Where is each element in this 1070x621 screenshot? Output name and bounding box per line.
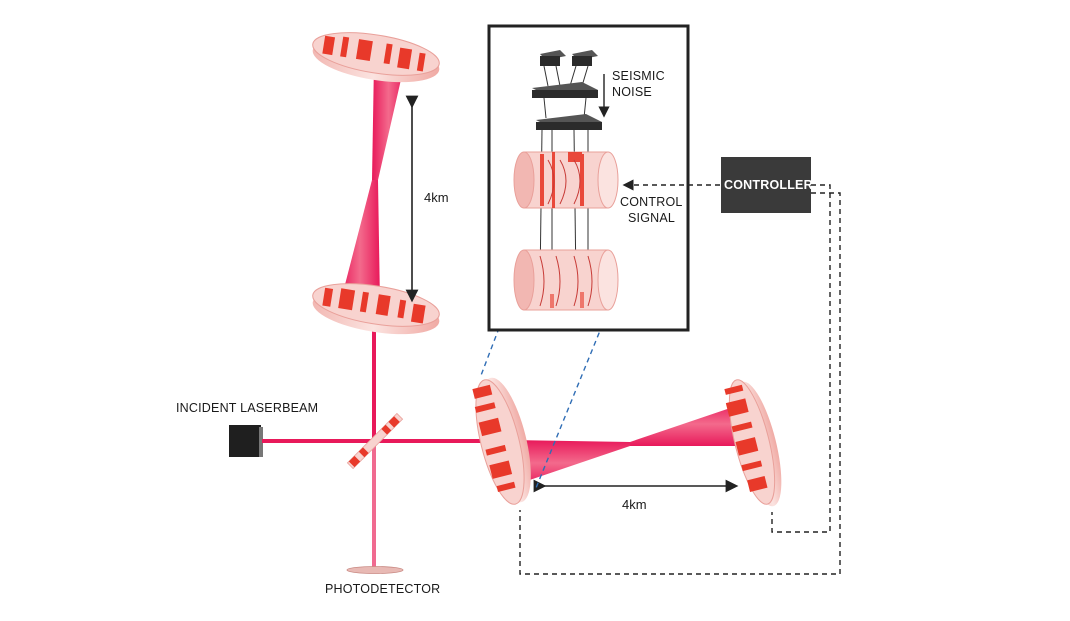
vertical-bottom-mirror [312, 283, 440, 335]
input-section: INCIDENT LASERBEAM PHOTODETECTOR [176, 401, 502, 596]
photodetector-beam [372, 442, 376, 568]
beam-splitter [346, 412, 404, 470]
vertical-beam-to-splitter [372, 300, 376, 442]
suspension-inset: SEISMIC NOISE [487, 24, 690, 332]
vertical-arm: 4km [312, 32, 449, 442]
projection-line-right [535, 315, 607, 489]
feedback-loops [519, 184, 841, 575]
incident-beam [262, 439, 502, 443]
laser-source [229, 425, 261, 457]
control-signal-line1: CONTROL [620, 195, 683, 209]
horizontal-length-label: 4km [622, 497, 647, 512]
photodetector [346, 566, 404, 574]
photodetector-label: PHOTODETECTOR [325, 582, 440, 596]
controller-box [721, 157, 811, 213]
vertical-cavity-beam-lower [340, 180, 380, 304]
feedback-loop-left-mirror [519, 192, 841, 575]
test-mass-cylinder [513, 249, 619, 311]
control-signal-line2: SIGNAL [628, 211, 675, 225]
suspension-lower-plate [536, 114, 602, 130]
vertical-top-mirror [312, 32, 440, 83]
suspension-middle-plate [532, 82, 598, 98]
horizontal-cavity-beam-left [510, 440, 630, 486]
seismic-label-line1: SEISMIC [612, 69, 665, 83]
horizontal-arm: 4km [472, 377, 782, 512]
controller: CONTROLLER [721, 157, 813, 213]
suspension-top-blocks [540, 50, 598, 66]
horizontal-left-mirror [472, 377, 531, 505]
feedback-loop-right-mirror [771, 184, 831, 533]
vertical-length-label: 4km [424, 190, 449, 205]
incident-laserbeam-label: INCIDENT LASERBEAM [176, 401, 318, 415]
controller-label: CONTROLLER [724, 178, 813, 192]
horizontal-right-mirror [724, 379, 782, 507]
horizontal-cavity-beam-right [630, 402, 748, 446]
intermediate-mass-cylinder [513, 151, 619, 209]
seismic-label-line2: NOISE [612, 85, 652, 99]
vertical-cavity-beam-upper [372, 62, 405, 180]
